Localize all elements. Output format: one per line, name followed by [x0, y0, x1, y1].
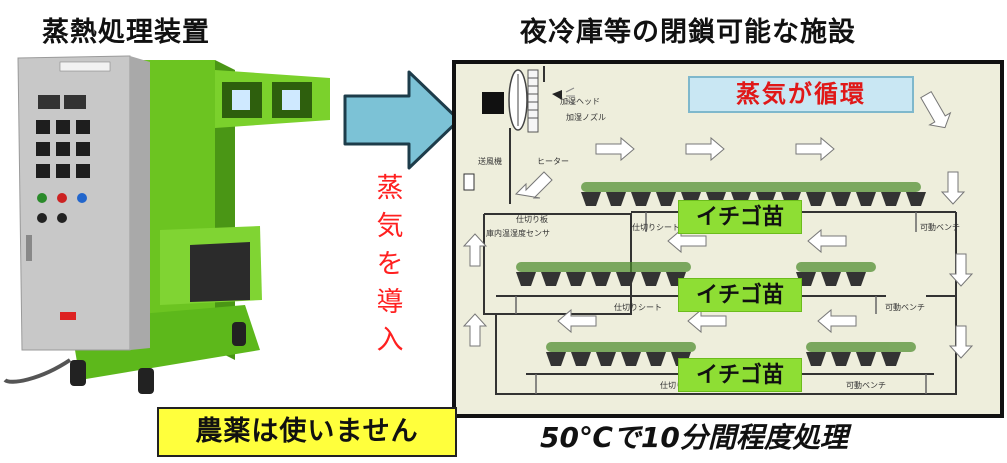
flow-arrow: [343, 70, 461, 170]
partition-sheet-label-1: 仕切りシート: [632, 223, 680, 232]
vtext-char: 気: [376, 211, 404, 242]
steam-circulation-label: 蒸気が循環: [688, 76, 914, 113]
no-pesticide-note: 農薬は使いません: [157, 407, 457, 457]
steam-treatment-machine-illustration: [3, 55, 330, 394]
humid-nozzle-label: 加湿ノズル: [566, 113, 606, 122]
heater-label: ヒーター: [537, 157, 569, 166]
partition-board-label: 仕切り板: [516, 215, 548, 224]
facility-diagram: [452, 60, 1004, 418]
strawberry-seedling-label-top: イチゴ苗: [678, 200, 802, 234]
partition-sheet-label-2: 仕切りシート: [614, 303, 662, 312]
treatment-condition-note: 50℃で10分間程度処理: [540, 421, 848, 454]
introduce-steam-vertical-text: 蒸 気 を 導 入: [372, 170, 408, 360]
movable-bench-label-2: 可動ベンチ: [885, 303, 925, 312]
heater-icon: [527, 69, 539, 133]
movable-bench-label-3: 可動ベンチ: [846, 381, 886, 390]
machine-title: 蒸熱処理装置: [42, 17, 210, 48]
blower-unit: [482, 92, 504, 114]
circulation-arrows: [462, 90, 974, 359]
vtext-char: 蒸: [376, 173, 404, 204]
strawberry-seedling-label-bottom: イチゴ苗: [678, 358, 802, 392]
control-buttons: [36, 120, 90, 178]
facility-title: 夜冷庫等の閉鎖可能な施設: [520, 17, 856, 48]
wheels: [70, 322, 246, 394]
strawberry-seedling-label-middle: イチゴ苗: [678, 278, 802, 312]
movable-bench-label-1: 可動ベンチ: [920, 223, 960, 232]
nozzle-icon: [552, 90, 562, 100]
vtext-char: 入: [376, 325, 404, 356]
blower-label: 送風機: [478, 157, 502, 166]
vtext-char: 導: [376, 287, 404, 318]
temp-sensor-label: 庫内温湿度センサ: [486, 229, 550, 238]
nozzle-head-label: 加湿ヘッド: [560, 97, 600, 106]
power-cable: [3, 358, 72, 384]
vtext-char: を: [376, 249, 404, 280]
control-display: [38, 95, 60, 109]
